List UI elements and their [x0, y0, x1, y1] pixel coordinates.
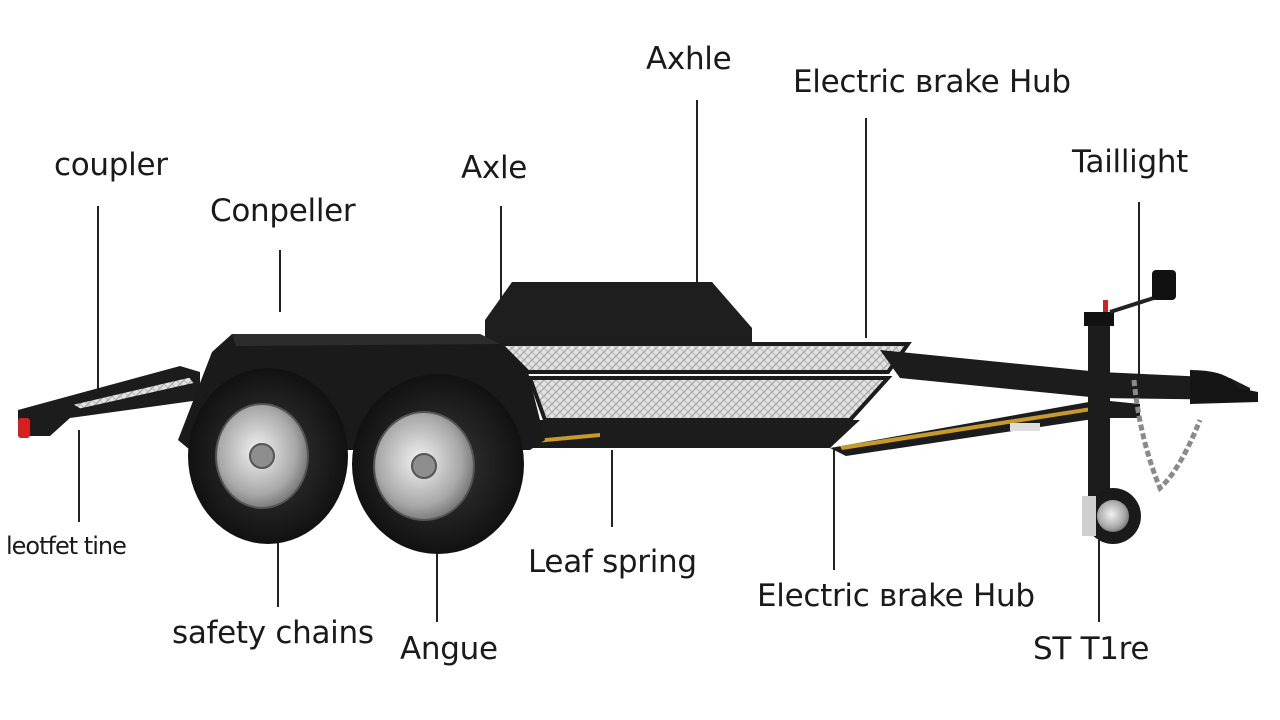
- label-conpeller: Conpeller: [210, 193, 356, 229]
- label-coupler: coupler: [54, 147, 168, 183]
- label-angue: Angue: [400, 631, 498, 667]
- label-axle: Axle: [461, 150, 528, 186]
- tire-front: [352, 374, 524, 554]
- label-st-tire: ST T1re: [1033, 631, 1150, 667]
- taillight-red: [18, 418, 30, 438]
- label-taillight: Taillight: [1072, 144, 1189, 180]
- tongue-jack: [1088, 318, 1110, 528]
- tongue: [830, 270, 1258, 544]
- rear-bumper: [18, 366, 200, 438]
- tire-rear: [188, 368, 348, 544]
- label-safety-chains: safety chains: [172, 615, 374, 651]
- label-electric-brake-hub-bottom: Electric вrake Hub: [757, 578, 1035, 614]
- label-electric-brake-hub-top: Electric вrake Hub: [793, 64, 1071, 100]
- label-leaf-spring: Leaf spring: [528, 544, 697, 580]
- label-axhle: Axhle: [646, 41, 732, 77]
- safety-chain: [1131, 379, 1203, 493]
- label-leotfet-tine: leotfet tine: [6, 532, 127, 560]
